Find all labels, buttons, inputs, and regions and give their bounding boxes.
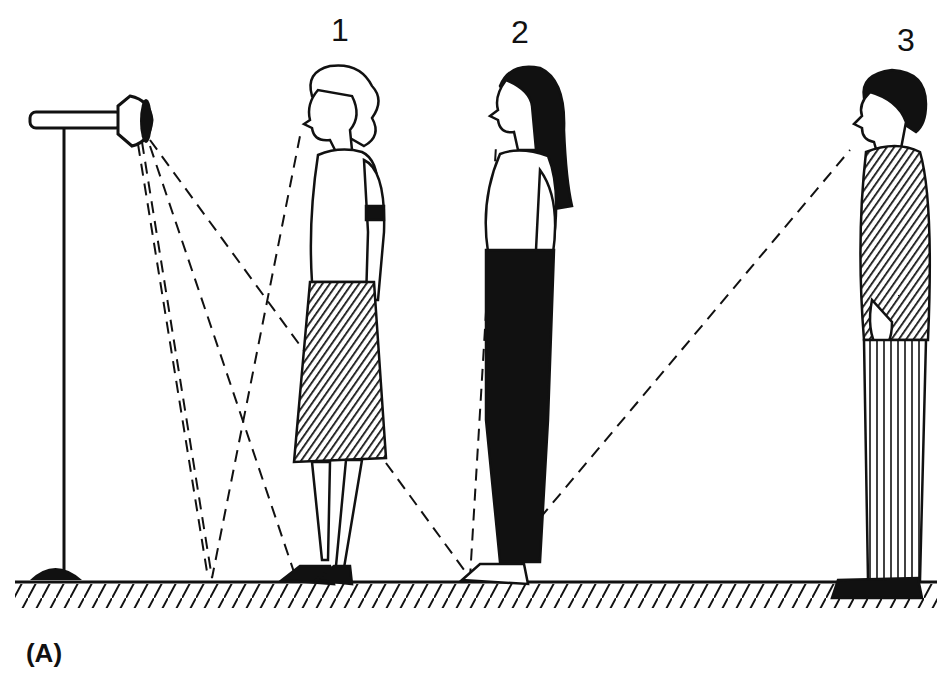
shoes bbox=[832, 578, 922, 598]
shoe bbox=[462, 564, 528, 584]
person-3 bbox=[832, 70, 930, 598]
lamp-lens bbox=[140, 99, 152, 143]
lamp-head bbox=[118, 96, 152, 146]
shoe bbox=[316, 566, 352, 584]
ray bbox=[142, 136, 300, 578]
lamp-stand bbox=[63, 128, 66, 570]
skirt bbox=[294, 282, 386, 462]
arm-band bbox=[366, 206, 384, 220]
trousers bbox=[486, 250, 554, 562]
figure-label: (A) bbox=[26, 640, 62, 666]
person-1 bbox=[282, 65, 386, 584]
ray bbox=[540, 150, 850, 518]
lamp-tube bbox=[30, 112, 122, 128]
leg bbox=[312, 462, 330, 560]
callout-number: 3 bbox=[897, 24, 915, 56]
callout-number: 2 bbox=[511, 16, 529, 48]
ray bbox=[138, 144, 208, 578]
ray bbox=[150, 146, 296, 578]
lamp-base bbox=[30, 568, 82, 580]
lamp bbox=[30, 96, 152, 580]
face bbox=[490, 80, 536, 150]
light-rays bbox=[138, 136, 850, 578]
trousers bbox=[864, 340, 926, 580]
ray bbox=[150, 140, 496, 578]
arm bbox=[364, 160, 384, 300]
leg bbox=[336, 460, 362, 568]
floor-hatching bbox=[15, 584, 937, 608]
callout-number: 1 bbox=[331, 14, 349, 46]
person-2 bbox=[462, 67, 572, 584]
face bbox=[304, 90, 357, 152]
